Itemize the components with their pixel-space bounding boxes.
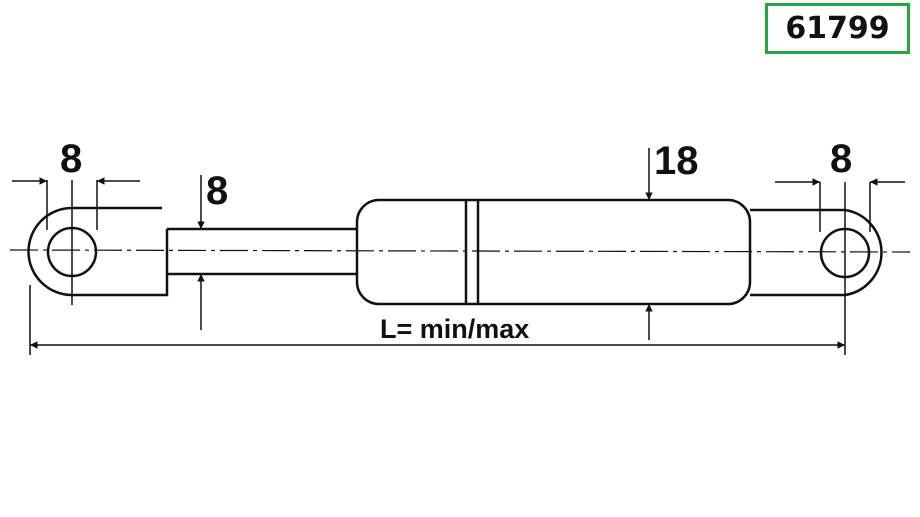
length-label: L= min/max: [380, 314, 529, 344]
part-number-box: 61799: [765, 3, 910, 54]
left-eye-outline: [27, 206, 169, 297]
right-eye-outline: [750, 208, 883, 297]
cylinder-dimension: 18: [654, 139, 699, 183]
right-eye-dimension: 8: [830, 137, 852, 181]
part-number: 61799: [785, 11, 890, 46]
piston-rod: [167, 227, 357, 276]
left-eye-dimension: 8: [60, 137, 82, 181]
rod-dimension: 8: [206, 169, 228, 213]
